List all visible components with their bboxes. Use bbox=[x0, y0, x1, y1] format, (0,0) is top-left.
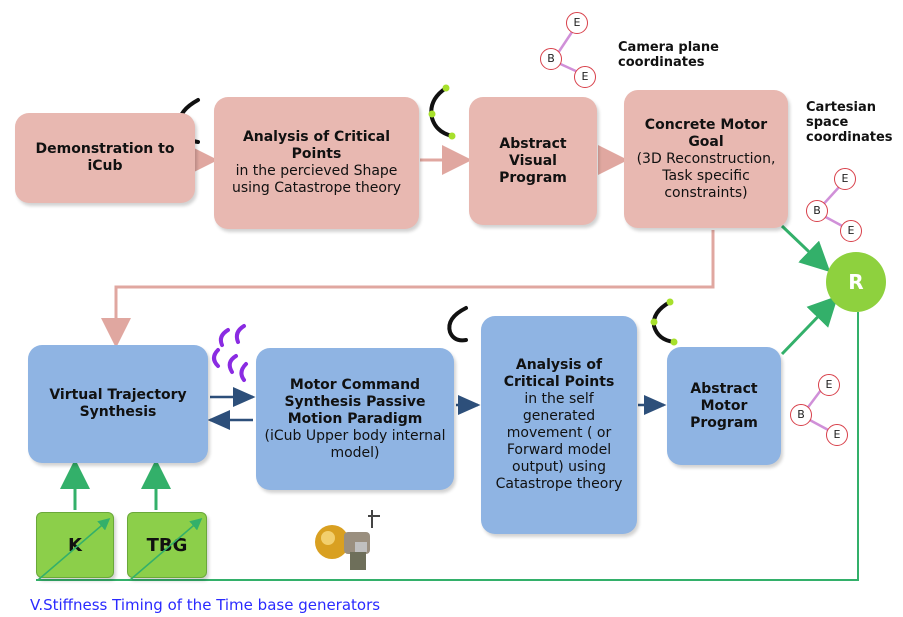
feedback-line-r-to-bottom bbox=[36, 312, 859, 581]
virtual-trajectory-label: Virtual Trajectory Synthesis bbox=[49, 387, 187, 420]
e-node-motor-top: E bbox=[818, 374, 840, 396]
bracket-shape-4 bbox=[650, 298, 678, 346]
motor-command-title: Motor Command Synthesis Passive Motion P… bbox=[284, 376, 426, 427]
b-node-camera: B bbox=[540, 48, 562, 70]
analysis-self-title: Analysis of Critical Points bbox=[503, 357, 615, 390]
arrow-cmg-to-r bbox=[780, 224, 831, 273]
icub-robot-image bbox=[315, 510, 380, 570]
e-node-cartesian-top: E bbox=[834, 168, 856, 190]
b-node-cartesian: B bbox=[806, 200, 828, 222]
demonstration-label: Demonstration to iCub bbox=[35, 141, 175, 174]
concrete-motor-goal-title: Concrete Motor Goal bbox=[644, 116, 768, 150]
cartesian-space-label: Cartesian space coordinates bbox=[806, 100, 893, 145]
abstract-visual-program-box: Abstract Visual Program bbox=[469, 97, 597, 225]
arrow-cmg-to-vts bbox=[101, 230, 715, 348]
analysis-detail: in the percieved Shape using Catastrope … bbox=[231, 163, 402, 196]
demonstration-box: Demonstration to iCub bbox=[15, 113, 195, 203]
purple-trajectory-glyphs bbox=[212, 324, 248, 382]
concrete-motor-goal-box: Concrete Motor Goal (3D Reconstruction, … bbox=[624, 90, 788, 228]
b-node-motor: B bbox=[790, 404, 812, 426]
motor-command-synthesis-box: Motor Command Synthesis Passive Motion P… bbox=[256, 348, 454, 490]
caption-stiffness-timing: V.Stiffness Timing of the Time base gene… bbox=[30, 596, 381, 614]
analysis-title: Analysis of Critical Points bbox=[242, 129, 391, 162]
e-node-cartesian-bottom: E bbox=[840, 220, 862, 242]
abstract-motor-program-label: Abstract Motor Program bbox=[690, 380, 758, 431]
arrow-amp-to-r bbox=[780, 295, 839, 356]
analysis-self-detail: in the self generated movement ( or Forw… bbox=[495, 391, 623, 492]
concrete-motor-goal-detail: (3D Reconstruction, Task specific constr… bbox=[636, 150, 776, 201]
r-node: R bbox=[826, 252, 886, 312]
bracket-shape-2 bbox=[428, 84, 456, 140]
virtual-trajectory-box: Virtual Trajectory Synthesis bbox=[28, 345, 208, 463]
e-node-motor-bottom: E bbox=[826, 424, 848, 446]
bracket-shape-3 bbox=[447, 306, 468, 343]
analysis-critical-points-box: Analysis of Critical Points in the perci… bbox=[214, 97, 419, 229]
abstract-visual-program-label: Abstract Visual Program bbox=[499, 135, 567, 186]
e-node-camera-bottom: E bbox=[574, 66, 596, 88]
abstract-motor-program-box: Abstract Motor Program bbox=[667, 347, 781, 465]
k-label: K bbox=[68, 534, 82, 556]
motor-command-detail: (iCub Upper body internal model) bbox=[264, 427, 446, 461]
analysis-self-movement-box: Analysis of Critical Points in the self … bbox=[481, 316, 637, 534]
e-node-camera-top: E bbox=[566, 12, 588, 34]
camera-plane-label: Camera plane coordinates bbox=[618, 40, 719, 70]
